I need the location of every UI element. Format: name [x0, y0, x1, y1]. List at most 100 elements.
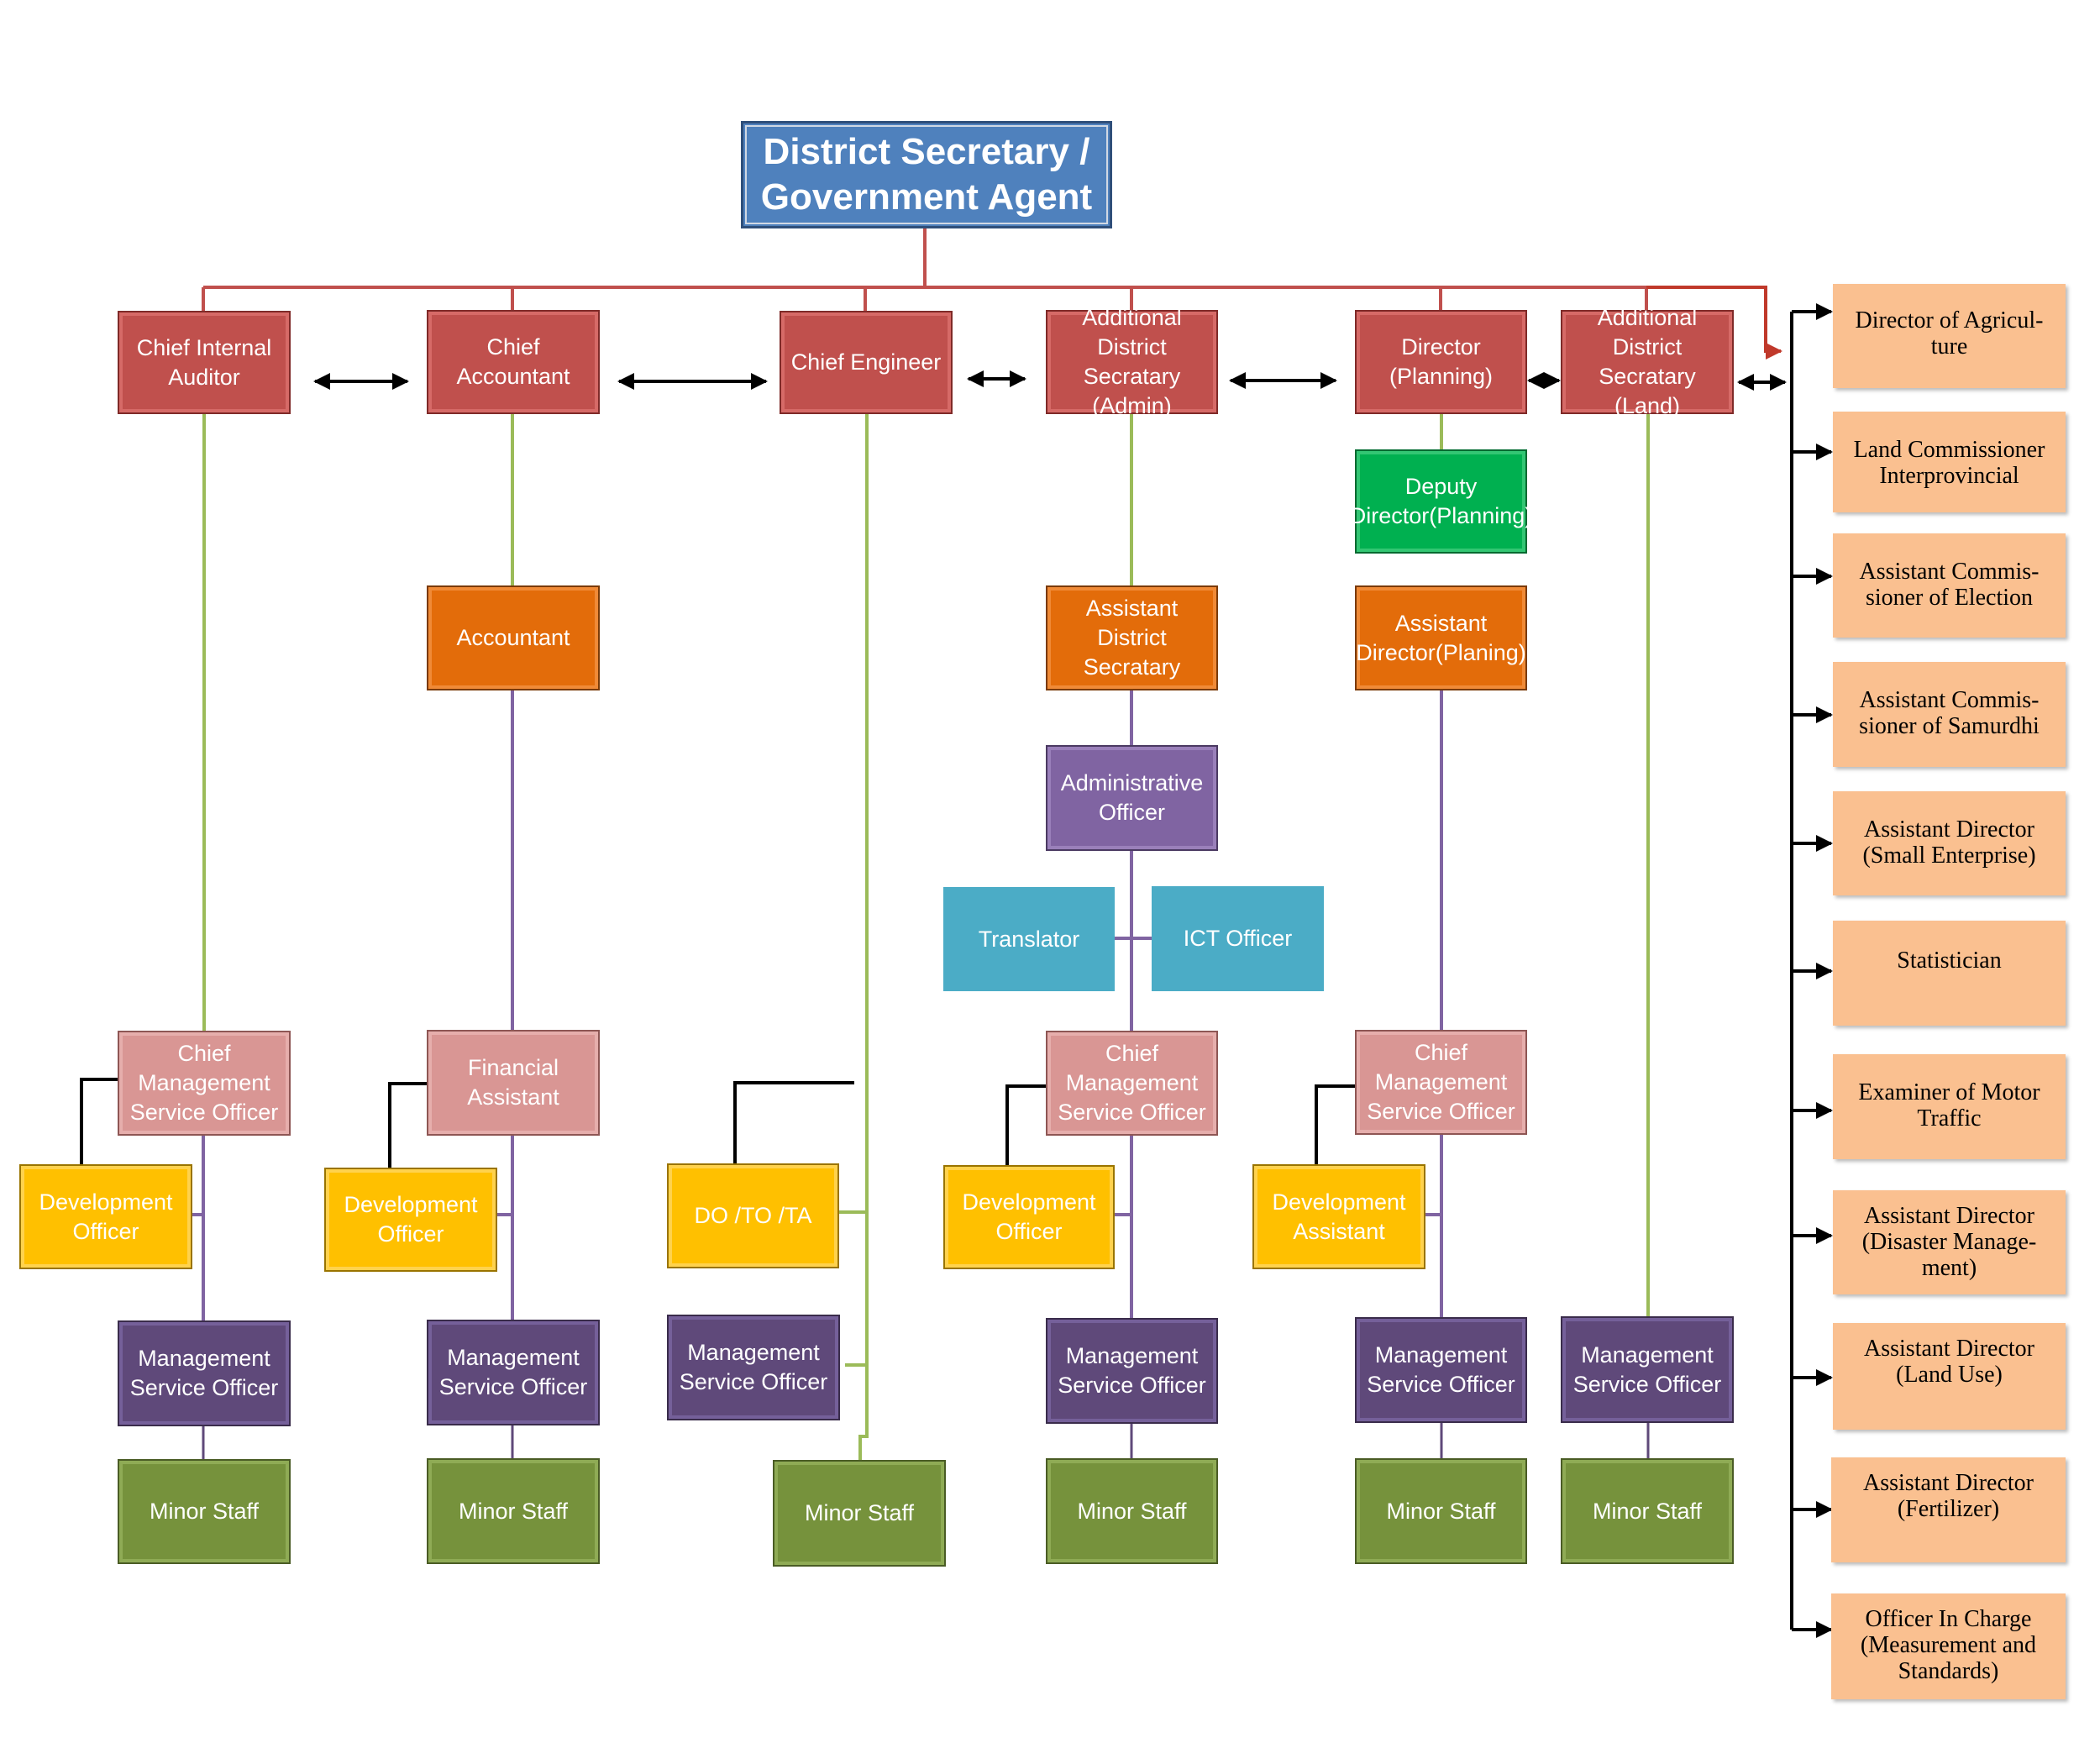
box-line-2: Auditor [168, 364, 240, 390]
box-line-2: Service Officer [679, 1369, 828, 1394]
financial-assistant-box: Financial Assistant [427, 1030, 600, 1136]
box-line-1: Development [962, 1189, 1096, 1215]
box-line-2: ture [1930, 333, 1968, 360]
accountant-box: Accountant [427, 585, 600, 690]
side-office-box: Assistant Director(Disaster Manage-ment) [1833, 1190, 2066, 1294]
box-line-1: Development [344, 1192, 478, 1217]
box-line-1: Administrative [1060, 770, 1204, 795]
box-line-2: Assistant [1293, 1218, 1385, 1244]
box-line-2: Director(Planning) [1349, 503, 1533, 528]
side-office-box: Assistant Director(Land Use) [1833, 1323, 2066, 1430]
box-line-1: Statistician [1897, 948, 2002, 974]
box-line-1: Chief Accountant [456, 334, 570, 389]
box-line-1: ICT Officer [1183, 926, 1293, 951]
minor-staff-box: Minor Staff [427, 1458, 600, 1564]
translator-box: Translator [943, 887, 1115, 991]
side-office-box: Assistant Director(Small Enterprise) [1833, 791, 2066, 895]
box-line-1: Minor Staff [1592, 1498, 1703, 1524]
box-line-1: Land Commissioner [1853, 437, 2045, 463]
box-line-2: Service Officer [438, 1374, 588, 1399]
minor-staff-box: Minor Staff [773, 1460, 946, 1567]
box-line-1: Accountant [456, 625, 570, 650]
box-line-2: Officer [72, 1218, 139, 1244]
box-line-1: Management [1374, 1342, 1508, 1368]
box-line-2: (Fertilizer) [1897, 1496, 2000, 1522]
box-line-3: Standards) [1898, 1658, 1999, 1684]
box-line-1: Management [687, 1340, 820, 1365]
box-line-2: (Planning) [1389, 364, 1494, 389]
box-line-1: Minor Staff [458, 1498, 569, 1524]
box-line-1: Assistant Director [1864, 1336, 2034, 1362]
box-line-1: Chief Engineer [790, 349, 942, 375]
box-line-1: Minor Staff [1077, 1498, 1187, 1524]
box-line-3: Service Officer [129, 1100, 279, 1125]
box-line-3: Service Officer [1058, 1100, 1206, 1125]
box-line-2: Management [1065, 1070, 1199, 1095]
box-line-1: Assistant [1394, 610, 1488, 636]
box-line-1: Management [447, 1345, 580, 1370]
box-line-2: Service Officer [1058, 1373, 1206, 1398]
do-to-ta-box: DO /TO /TA [667, 1163, 839, 1268]
minor-staff-box: Minor Staff [118, 1459, 291, 1564]
box-line-1: Chief [1105, 1041, 1159, 1066]
box-line-1: Minor Staff [1386, 1498, 1496, 1524]
box-line-1: Development [1272, 1189, 1406, 1215]
box-line-2: Management [1374, 1069, 1508, 1095]
box-line-2: (Disaster Manage- [1861, 1229, 2037, 1255]
box-line-1: Translator [978, 926, 1080, 952]
box-line-1: Additional District [1597, 305, 1698, 360]
box-line-1: Officer In Charge [1865, 1606, 2032, 1632]
box-line-1: Chief [177, 1041, 231, 1066]
box-line-2: Secratary (Admin) [1083, 364, 1181, 418]
box-line-1: Assistant Director [1863, 1470, 2034, 1496]
head-line-1: District Secretary / [763, 131, 1090, 172]
box-line-1: Assistant Commis- [1859, 687, 2040, 713]
box-line-2: (Small Enterprise) [1862, 843, 2036, 869]
box-line-2: Management [138, 1070, 270, 1095]
box-line-2: Secratary [1083, 654, 1181, 680]
box-line-2: Traffic [1917, 1105, 1982, 1131]
side-office-box: Director of Agricul-ture [1833, 284, 2066, 388]
box-line-2: Interprovincial [1879, 463, 2019, 489]
box-line-1: Assistant District [1085, 596, 1179, 650]
box-line-2: Officer [995, 1219, 1063, 1244]
box-line-1: Management [1065, 1343, 1199, 1368]
side-office-box: Assistant Director(Fertilizer) [1831, 1457, 2066, 1562]
box-line-1: Director [1401, 334, 1481, 360]
box-line-2: Officer [377, 1221, 444, 1247]
box-line-1: DO /TO /TA [694, 1203, 812, 1228]
box-line-2: Director(Planing) [1356, 639, 1526, 665]
box-line-1: Examiner of Motor [1858, 1079, 2040, 1105]
chief-accountant-box: Chief Accountant [427, 310, 600, 414]
minor-staff-box: Minor Staff [1561, 1458, 1734, 1564]
side-office-box: Assistant Commis-sioner of Election [1833, 533, 2066, 638]
box-line-2: (Measurement and [1860, 1632, 2037, 1658]
district-secretary-box: District Secretary /Government Agent [741, 121, 1112, 228]
box-line-1: Chief Internal [136, 334, 272, 360]
box-line-2: sioner of Election [1865, 585, 2034, 611]
box-line-2: sioner of Samurdhi [1859, 713, 2040, 739]
box-line-1: Additional District [1082, 305, 1182, 360]
